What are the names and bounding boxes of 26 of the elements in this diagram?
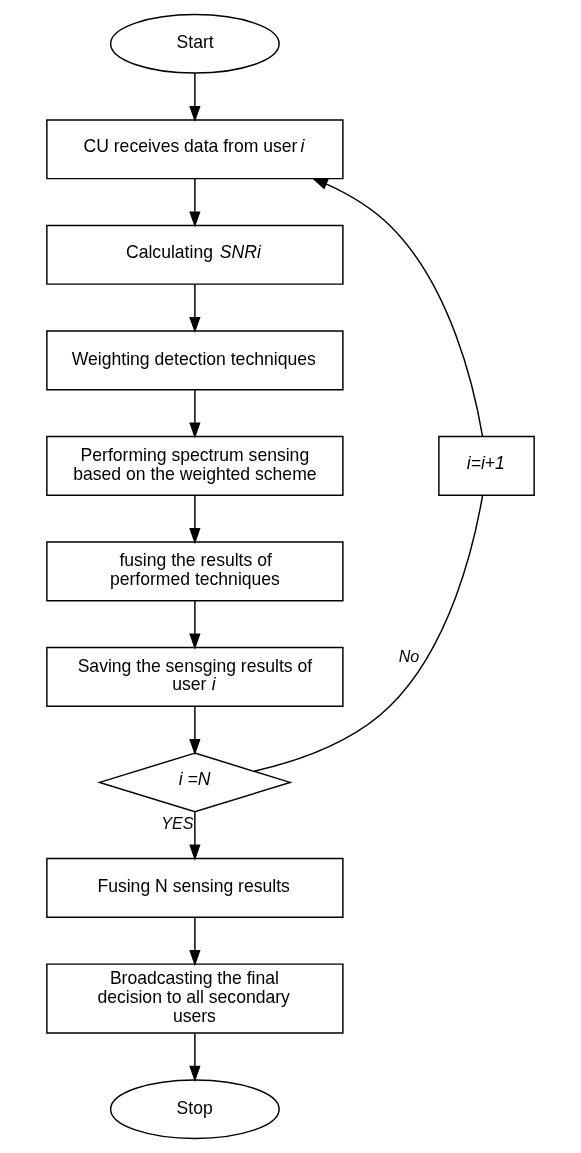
arrow (189, 494, 201, 545)
arrow (189, 811, 201, 861)
node-box: Saving the sensging results of user i (46, 646, 344, 707)
node-ellipse: Stop (109, 1079, 280, 1140)
arrow (189, 389, 201, 439)
arrow (189, 705, 201, 756)
arrow (189, 1032, 201, 1082)
node-ellipse: Start (109, 13, 280, 74)
edge-label: No (398, 646, 420, 665)
node-box: Weighting detection techniques (46, 330, 344, 391)
arrow (189, 72, 201, 123)
arrow (311, 177, 484, 438)
arrow (189, 916, 201, 967)
arrow (189, 600, 201, 650)
node-box: i=i+1 (438, 435, 535, 496)
node-box: Performing spectrum sensing based on the weighted scheme (46, 435, 344, 496)
node-diamond: i =N (97, 752, 293, 813)
connector (253, 494, 484, 772)
arrow (189, 283, 201, 334)
node-box: fusing the results of performed techniques (46, 541, 344, 602)
edge-label: YES (161, 814, 194, 833)
node-box: CU receives data from user i (46, 119, 344, 180)
arrow (189, 178, 201, 228)
node-box: Calculating SNRi (46, 224, 344, 285)
node-box: Broadcasting the final decision to all secondary users (46, 963, 344, 1034)
node-box: Fusing N sensing results (46, 857, 344, 918)
